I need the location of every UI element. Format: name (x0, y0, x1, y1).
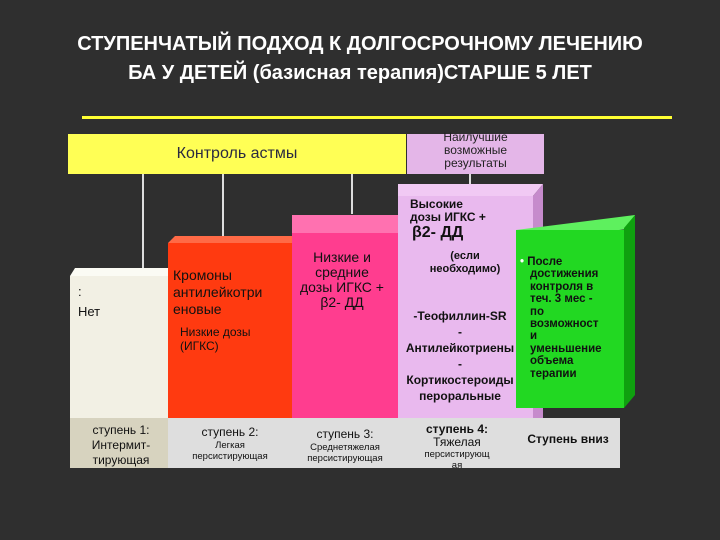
page-title-line2: БА У ДЕТЕЙ (базисная терапия)СТАРШЕ 5 ЛЕ… (128, 62, 592, 84)
step-down-label-band (516, 418, 620, 468)
best-results-box (407, 134, 544, 174)
step2-low-dose: Низкие дозы (ИГКС) (180, 325, 251, 353)
step-down-label: Ступень вниз (527, 432, 609, 446)
step1-label-band (70, 418, 168, 468)
asthma-control-banner (68, 134, 406, 174)
step4-label: ступень 4: Тяжелая персистирующ ая (424, 422, 490, 472)
step2-therapy: Кромоны антилейкотри еновые (173, 267, 263, 317)
step1-block (70, 268, 168, 432)
title-underline (82, 116, 672, 119)
bullet-icon: • (520, 256, 525, 268)
step4-label-band (398, 418, 516, 468)
step1-colon: : (78, 284, 82, 299)
step3-block (292, 215, 398, 432)
step4-high-dose: Высокие дозы ИГКС + (410, 197, 486, 224)
page-title-line1: СТУПЕНЧАТЫЙ ПОДХОД К ДОЛГОСРОЧНОМУ ЛЕЧЕН… (77, 33, 643, 55)
step4-options: -Теофиллин-SR - Антилейкотриены - Кортик… (405, 309, 515, 403)
step2-block (168, 236, 292, 432)
step1-label: ступень 1: Интермит- тирующая (91, 423, 151, 467)
step3-label-band (292, 418, 398, 468)
step4-beta2: β2- ДД (412, 224, 464, 241)
best-results-label: Наилучшие возможные результаты (443, 130, 508, 170)
step3-therapy: Низкие и средние дозы ИГКС + β2- ДД (300, 249, 384, 310)
step2-label-band (168, 418, 292, 468)
asthma-control-label: Контроль астмы (176, 145, 298, 162)
step4-if-needed: (если необходимо) (429, 250, 501, 275)
step-down-text: • После достижения контроля в теч. 3 мес… (520, 256, 602, 380)
step2-label: ступень 2: Легкая персистирующая (192, 425, 268, 462)
step1-therapy: Нет (78, 304, 101, 319)
step-down-block (516, 215, 635, 408)
step3-label: ступень 3: Среднетяжелая персистирующая (307, 427, 383, 464)
